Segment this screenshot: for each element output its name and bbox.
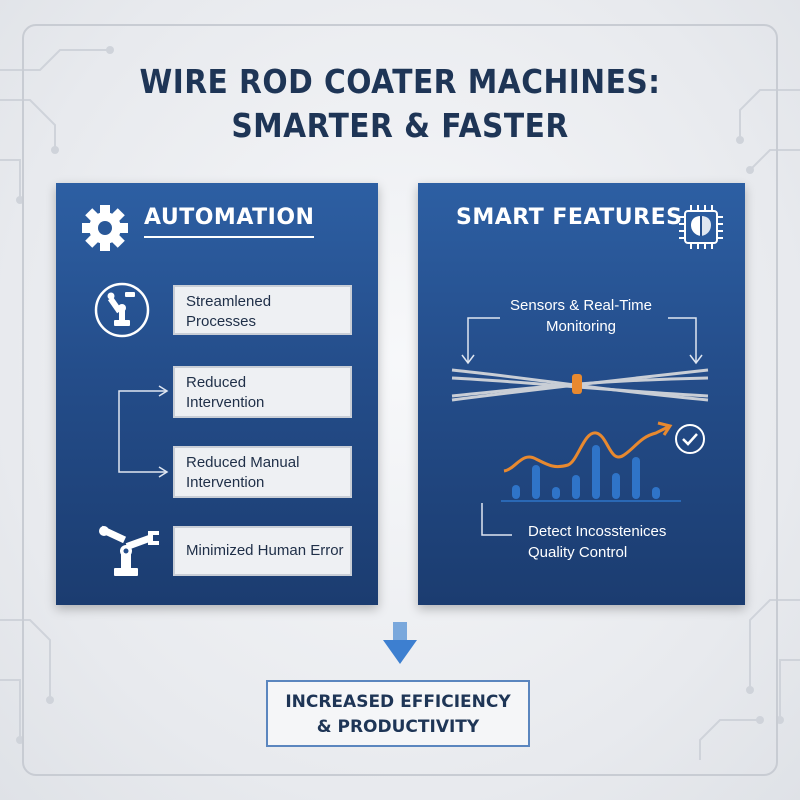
wire-rod-sensor-graphic: [451, 317, 709, 402]
detect-line1: Detect Incosstenices: [528, 523, 667, 540]
item-streamlined-processes: Streamlened Processes: [173, 285, 352, 335]
item-reduced-intervention: Reduced Intervention: [173, 366, 352, 418]
sensors-line1: Sensors & Real-Time: [510, 297, 652, 314]
item-2-line2: Intervention: [186, 394, 265, 411]
item-reduced-manual-intervention: Reduced Manual Intervention: [173, 446, 352, 498]
robot-arm-icon: [94, 282, 150, 338]
automation-heading: AUTOMATION: [144, 205, 315, 238]
title-line-2: SMARTER & FASTER: [231, 106, 569, 145]
item-minimized-human-error: Minimized Human Error: [173, 526, 352, 576]
sensors-line2: Monitoring: [545, 318, 617, 335]
title-line-1: WIRE ROD COATER MACHINES:: [139, 62, 661, 101]
detect-connector: [481, 503, 512, 536]
item-1-line2: Processes: [186, 313, 257, 330]
brain-chip-icon: [679, 205, 723, 249]
industrial-robot-icon: [99, 525, 159, 576]
quality-chart-graphic: [501, 421, 681, 502]
result-line2: & PRODUCTIVITY: [316, 717, 480, 737]
page-title: WIRE ROD COATER MACHINES: SMARTER & FAST…: [40, 60, 760, 148]
sensors-label: Sensors & Real-Time Monitoring: [506, 295, 656, 337]
smart-features-heading: SMART FEATURES: [456, 205, 683, 230]
detect-line2: Quality Control: [528, 544, 628, 561]
gear-icon: [82, 205, 128, 251]
result-box: INCREASED EFFICIENCY & PRODUCTIVITY: [266, 680, 530, 747]
item-1-line1: Streamlened: [186, 293, 272, 310]
smart-features-panel: SMART FEATURES Sensors & Real-Time Monit…: [418, 183, 745, 605]
item-3-line1: Reduced Manual: [186, 454, 300, 471]
down-arrow-icon: [383, 622, 417, 664]
sensor-marker: [572, 374, 582, 394]
check-icon: [675, 424, 705, 454]
result-line1: INCREASED EFFICIENCY: [285, 692, 511, 712]
item-2-line1: Reduced: [186, 374, 247, 391]
outer-frame: [22, 24, 778, 776]
item-4-line1: Minimized Human Error: [186, 542, 344, 559]
bracket-connector: [118, 385, 169, 478]
automation-panel: AUTOMATION Streamlened Processes Reduced…: [56, 183, 378, 605]
item-3-line2: Intervention: [186, 474, 265, 491]
detect-label: Detect Incosstenices Quality Control: [528, 521, 666, 563]
